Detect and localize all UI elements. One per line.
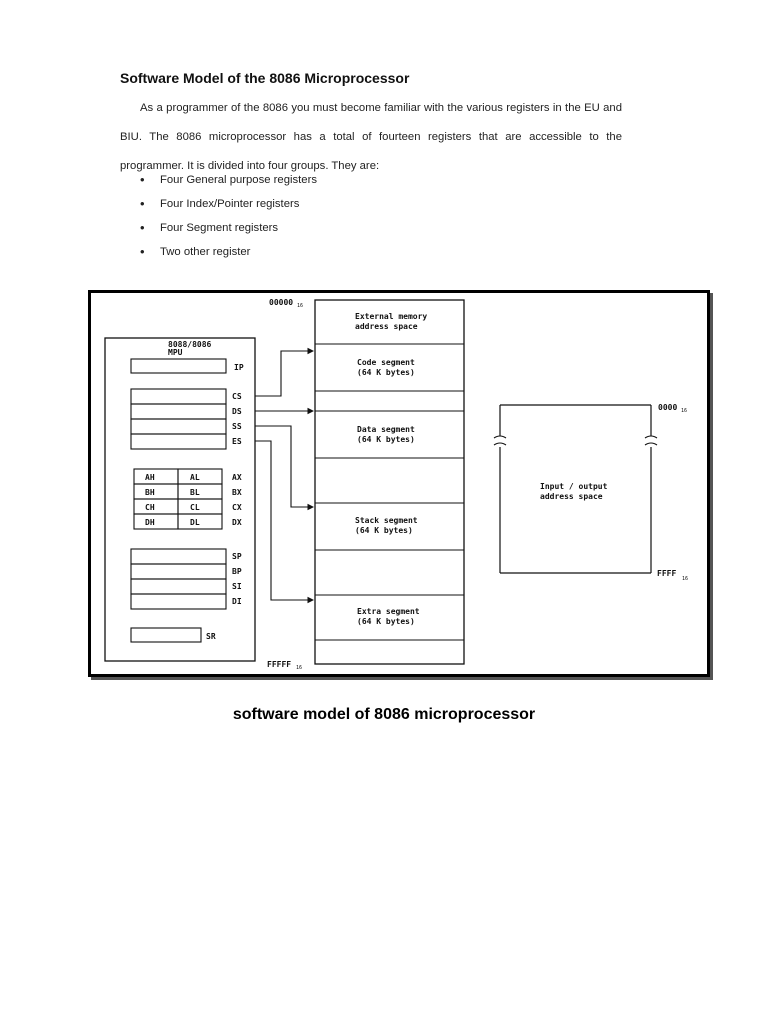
ss-label: SS [232,422,242,431]
sr-label: SR [206,632,216,641]
dx-label: DX [232,518,242,527]
mem-end-address: FFFFF [267,660,291,669]
bl-label: BL [190,488,200,497]
software-model-diagram: 8088/8086 MPU IP CS DS SS ES AH AL [104,298,688,671]
bx-label: BX [232,488,242,497]
bullet-icon: • [140,244,145,259]
section-heading: Software Model of the 8086 Microprocesso… [120,70,410,86]
list-item: • Two other register [140,243,317,267]
mpu-label-1: 8088/8086 [168,340,212,349]
data-segment-label-1: Data segment [357,425,415,434]
figure-caption: software model of 8086 microprocessor [232,706,536,723]
external-memory-label-2: address space [355,322,418,331]
segment-pointer-arrows [255,347,315,604]
bp-label: BP [232,567,242,576]
cl-label: CL [190,503,200,512]
software-model-figure: 8088/8086 MPU IP CS DS SS ES AH AL [88,290,710,677]
cs-register [130,388,227,405]
list-item-text: Four General purpose registers [160,174,317,186]
cs-arrow [255,347,315,397]
intro-paragraph: As a programmer of the 8086 you must bec… [120,102,622,172]
stack-segment-label-2: (64 K bytes) [355,526,413,535]
list-item-text: Four Index/Pointer registers [160,198,300,210]
bullet-icon: • [140,196,145,211]
mem-start-address: 00000 [269,298,293,307]
ss-register [130,418,227,435]
es-register [130,433,227,450]
mpu-label-2: MPU [168,348,183,357]
mpu-block [104,337,256,662]
extra-segment-label-2: (64 K bytes) [357,617,415,626]
io-start-address: 0000 [658,403,677,412]
ch-label: CH [145,503,155,512]
io-end-subscript: 16 [682,576,688,582]
sp-label: SP [232,552,242,561]
list-item: • Four General purpose registers [140,171,317,195]
es-arrow [255,440,315,604]
bullet-icon: • [140,172,145,187]
cx-label: CX [232,503,242,512]
list-item-text: Four Segment registers [160,222,279,234]
cs-label: CS [232,392,242,401]
stack-segment-label-1: Stack segment [355,516,418,525]
ds-register [130,403,227,420]
data-segment-label-2: (64 K bytes) [357,435,415,444]
ah-label: AH [145,473,155,482]
ss-arrow [255,425,315,511]
mem-end-subscript: 16 [296,665,302,671]
io-label-2: address space [540,492,603,501]
extra-segment-label-1: Extra segment [357,607,420,616]
sr-register [130,627,202,643]
list-item: • Four Index/Pointer registers [140,195,317,219]
general-registers: AH AL AX BH BL BX CH CL CX DH DL DX [133,468,242,530]
al-label: AL [190,473,200,482]
si-label: SI [232,582,242,591]
list-item-text: Two other register [160,246,251,258]
io-start-subscript: 16 [681,408,687,414]
ip-label: IP [234,363,244,372]
es-label: ES [232,437,242,446]
di-label: DI [232,597,242,606]
bh-label: BH [145,488,155,497]
ds-label: DS [232,407,242,416]
io-address-space: Input / output address space [493,404,658,574]
dh-label: DH [145,518,155,527]
ax-label: AX [232,473,242,482]
index-pointer-registers: SP BP SI DI [130,548,242,610]
io-end-address: FFFF [657,569,676,578]
ip-register [130,358,227,374]
code-segment-label-2: (64 K bytes) [357,368,415,377]
segment-registers: CS DS SS ES [130,388,242,450]
register-group-list: • Four General purpose registers • Four In… [140,171,317,267]
mem-start-subscript: 16 [297,303,303,309]
memory-space [314,299,465,665]
bullet-icon: • [140,220,145,235]
list-item: • Four Segment registers [140,219,317,243]
io-label-1: Input / output [540,482,608,491]
code-segment-label-1: Code segment [357,358,415,367]
external-memory-label-1: External memory [355,312,427,321]
dl-label: DL [190,518,200,527]
